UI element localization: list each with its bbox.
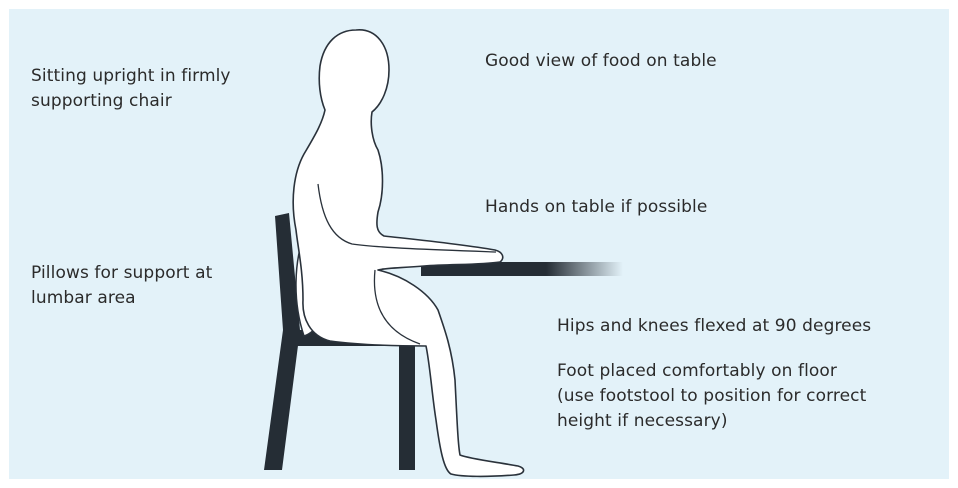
label-hips-knees: Hips and knees flexed at 90 degrees xyxy=(557,314,871,339)
label-good-view: Good view of food on table xyxy=(485,49,717,74)
label-foot-placed: Foot placed comfortably on floor (use fo… xyxy=(557,359,866,434)
label-sitting-upright: Sitting upright in firmly supporting cha… xyxy=(31,64,231,114)
label-hands-on-table: Hands on table if possible xyxy=(485,195,707,220)
chair-front-leg xyxy=(399,344,415,470)
label-pillows-lumbar: Pillows for support at lumbar area xyxy=(31,261,212,311)
